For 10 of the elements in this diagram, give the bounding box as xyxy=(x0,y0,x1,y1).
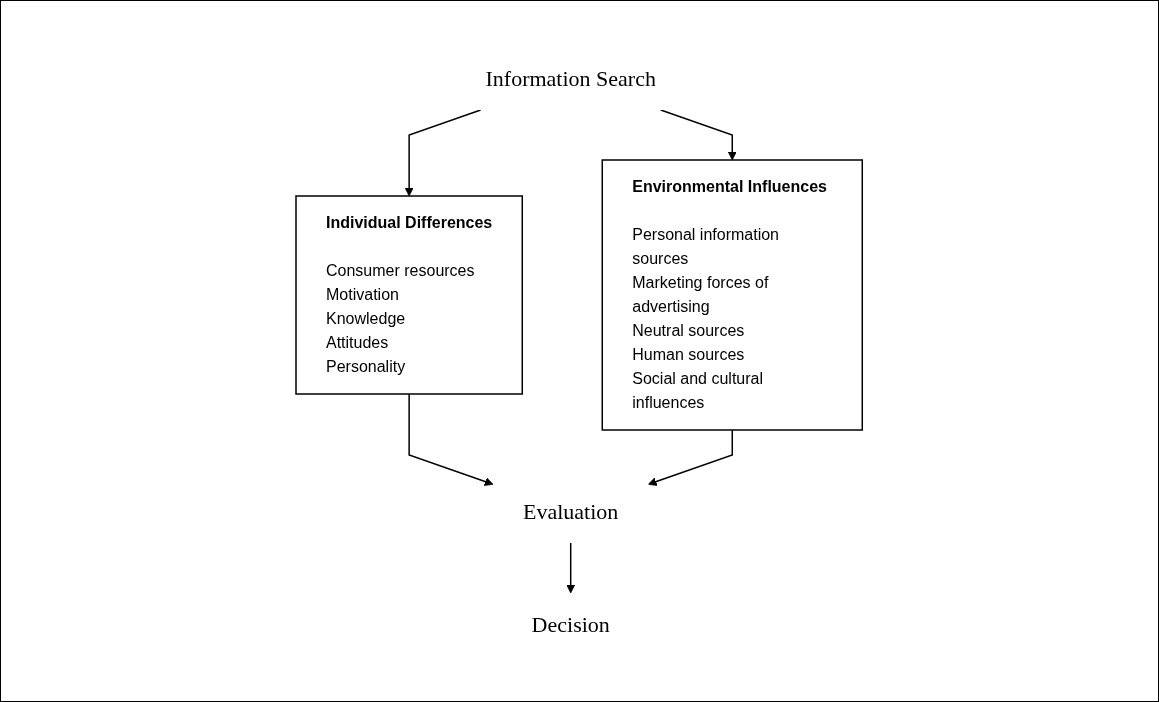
node-text: Evaluation xyxy=(523,498,619,524)
node-text: Decision xyxy=(531,611,611,637)
arrow xyxy=(405,108,482,196)
arrow xyxy=(566,541,576,593)
node-text: Information Search xyxy=(485,65,657,91)
arrow xyxy=(408,392,494,486)
arrow xyxy=(648,428,734,486)
node-box: Environmental Influences Personal information sources Marketing forces of advertising Neutral sources Human sources Social and cultural influences xyxy=(601,158,864,431)
node-box: Individual Differences Consumer resources Motivation Knowledge Attitudes Personality xyxy=(295,194,524,395)
arrow xyxy=(660,108,738,160)
